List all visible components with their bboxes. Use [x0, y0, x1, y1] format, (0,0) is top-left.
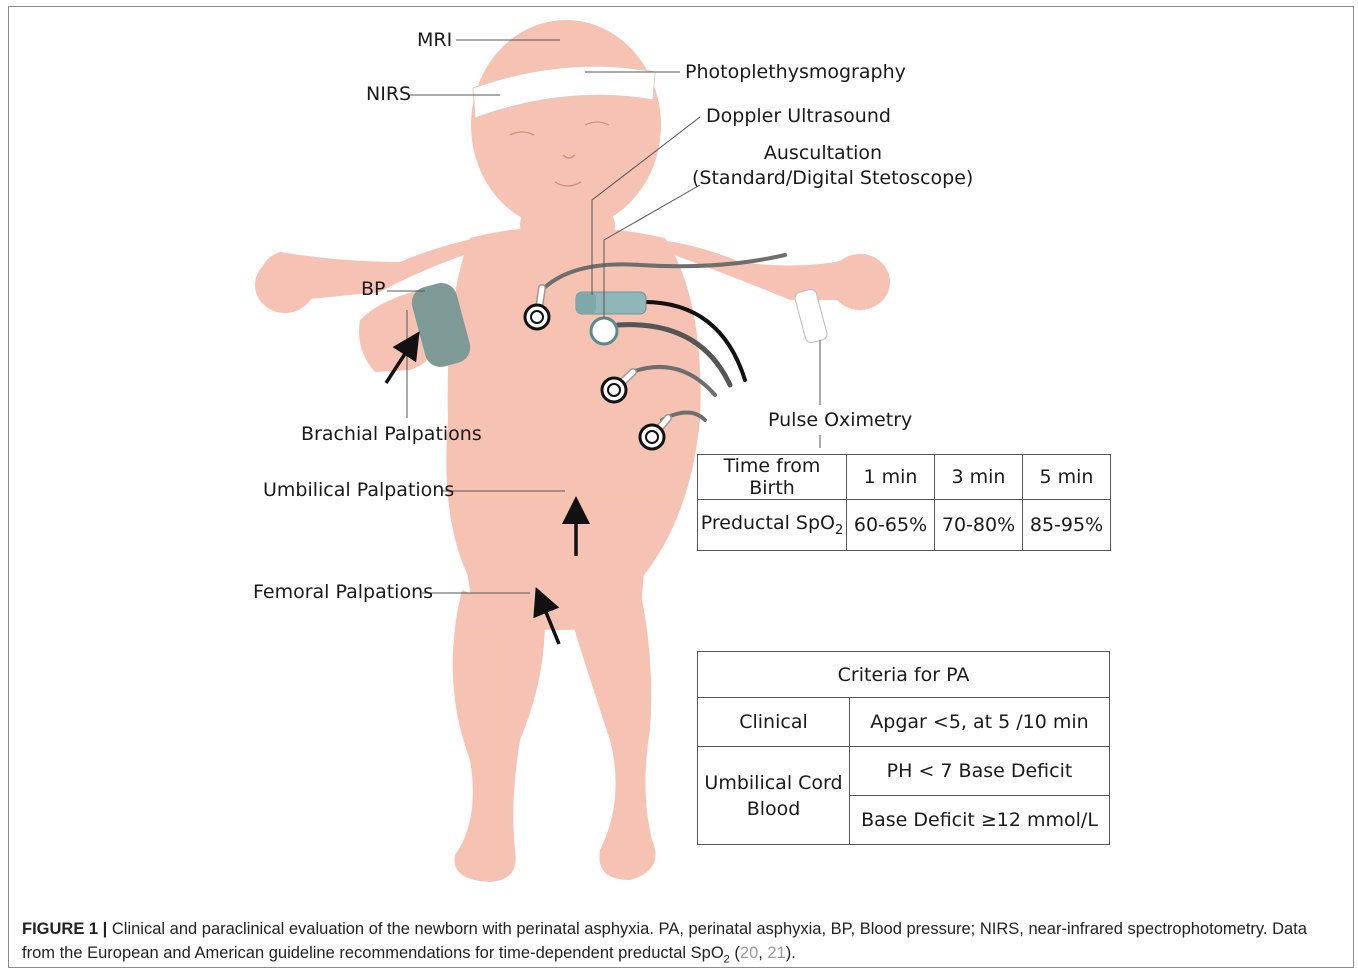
criteria-cord-value-1: PH < 7 Base Deficit	[850, 747, 1110, 796]
label-doppler: Doppler Ultrasound	[706, 107, 891, 126]
doppler-probe	[576, 292, 646, 314]
spo2-value-row: Preductal SpO2 60-65% 70-80% 85-95%	[698, 500, 1111, 551]
criteria-cord-row-1: Umbilical Cord Blood PH < 7 Base Deficit	[698, 747, 1110, 796]
figure-caption: FIGURE 1 | Clinical and paraclinical eva…	[22, 917, 1342, 971]
spo2-row-label-sub: 2	[835, 523, 843, 538]
label-umbilical: Umbilical Palpations	[263, 481, 454, 500]
label-photoplethysmography: Photoplethysmography	[685, 63, 906, 82]
criteria-title: Criteria for PA	[698, 652, 1110, 698]
stethoscope-head	[591, 318, 617, 344]
label-femoral: Femoral Palpations	[253, 583, 433, 602]
spo2-header-cell: 1 min	[847, 455, 935, 500]
caption-ref-20[interactable]: 20	[740, 944, 758, 962]
label-pulse-oximetry: Pulse Oximetry	[768, 411, 912, 430]
auscultation-line2: (Standard/Digital Stetoscope)	[692, 169, 954, 188]
caption-text-1: Clinical and paraclinical evaluation of …	[22, 920, 1307, 962]
spo2-table: Time from Birth 1 min 3 min 5 min Preduc…	[697, 454, 1111, 551]
label-brachial: Brachial Palpations	[301, 425, 482, 444]
label-nirs: NIRS	[366, 85, 411, 104]
caption-text-2: (	[730, 944, 740, 962]
caption-figure-label: FIGURE 1 |	[22, 920, 107, 938]
spo2-row-label-text: Preductal SpO	[701, 512, 835, 534]
caption-text-end: ).	[786, 944, 796, 962]
auscultation-line1: Auscultation	[692, 144, 954, 163]
criteria-clinical-row: Clinical Apgar <5, at 5 /10 min	[698, 698, 1110, 747]
newborn-illustration	[0, 0, 1358, 910]
label-auscultation: Auscultation (Standard/Digital Stetoscop…	[692, 144, 954, 188]
criteria-cord-value-2: Base Deficit ≥12 mmol/L	[850, 796, 1110, 845]
spo2-header-cell: 3 min	[935, 455, 1023, 500]
criteria-clinical-label: Clinical	[698, 698, 850, 747]
spo2-header-cell: Time from Birth	[698, 455, 847, 500]
criteria-title-row: Criteria for PA	[698, 652, 1110, 698]
caption-ref-21[interactable]: 21	[767, 944, 785, 962]
cord-label-line1: Umbilical Cord	[698, 772, 849, 794]
criteria-table: Criteria for PA Clinical Apgar <5, at 5 …	[697, 651, 1110, 845]
spo2-value-cell: 85-95%	[1023, 500, 1111, 551]
cord-label-line2: Blood	[698, 798, 849, 820]
spo2-value-cell: 70-80%	[935, 500, 1023, 551]
label-mri: MRI	[417, 31, 452, 50]
spo2-header-cell: 5 min	[1023, 455, 1111, 500]
criteria-cord-label: Umbilical Cord Blood	[698, 747, 850, 845]
spo2-header-row: Time from Birth 1 min 3 min 5 min	[698, 455, 1111, 500]
spo2-value-cell: 60-65%	[847, 500, 935, 551]
spo2-row-label: Preductal SpO2	[698, 500, 847, 551]
label-bp: BP	[361, 280, 386, 299]
criteria-clinical-value: Apgar <5, at 5 /10 min	[850, 698, 1110, 747]
